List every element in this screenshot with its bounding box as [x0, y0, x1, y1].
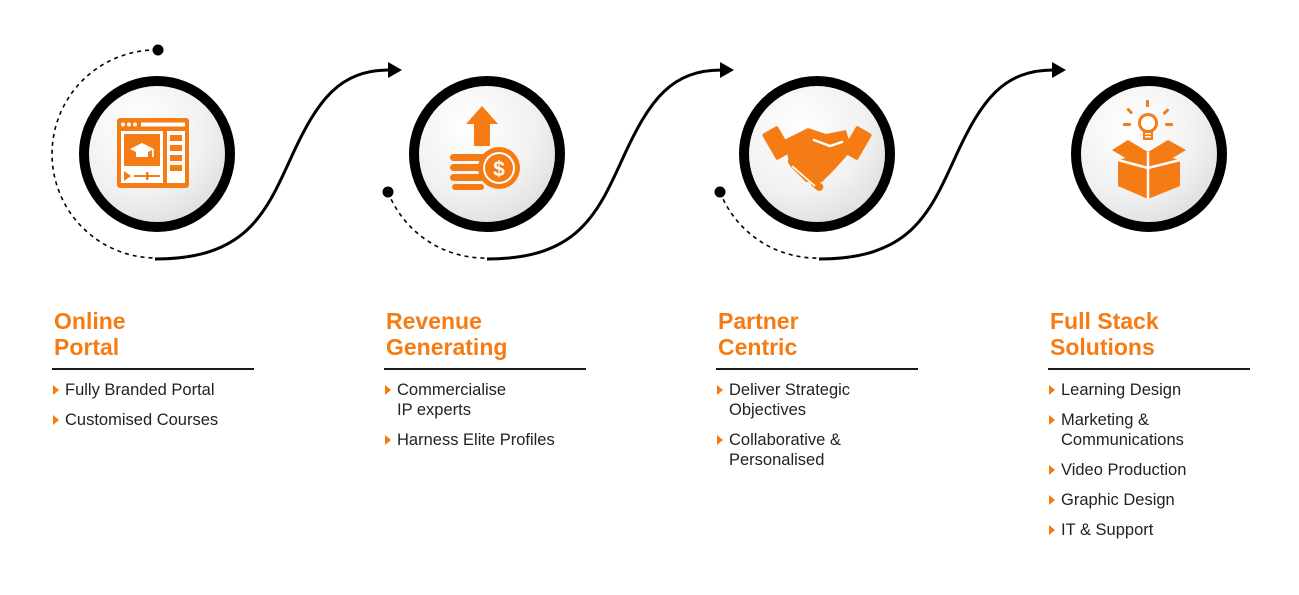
step-4-column: Full Stack Solutions Learning Design Mar…	[1048, 308, 1250, 550]
revenue-coins-icon: $	[450, 106, 520, 190]
step-3-title-line-2: Centric	[718, 334, 798, 360]
step-2-title-line-2: Generating	[386, 334, 508, 360]
process-flow-diagram: $	[51, 44, 1227, 261]
list-item: Graphic Design	[1048, 490, 1250, 510]
step-2-title-line-1: Revenue	[386, 308, 482, 334]
bullet-arrow-icon	[1049, 415, 1055, 425]
bullet-arrow-icon	[717, 385, 723, 395]
list-item: Fully Branded Portal	[52, 380, 254, 400]
step-3-connectors	[714, 62, 1066, 261]
step-2-column: Revenue Generating Commercialise IP expe…	[384, 308, 586, 460]
step-2-connectors	[382, 62, 734, 261]
bullet-text-line: Learning Design	[1061, 381, 1182, 399]
bullet-arrow-icon	[1049, 465, 1055, 475]
bullet-text-line: Fully Branded Portal	[65, 381, 215, 399]
list-item: Collaborative & Personalised	[716, 430, 918, 470]
bullet-arrow-icon	[53, 415, 59, 425]
step-4-title: Full Stack Solutions	[1048, 308, 1250, 370]
step-4-title-line-1: Full Stack	[1050, 308, 1159, 334]
bullet-arrow-icon	[385, 435, 391, 445]
bullet-arrow-icon	[1049, 495, 1055, 505]
start-dot	[152, 44, 164, 56]
list-item: Commercialise IP experts	[384, 380, 586, 420]
bullet-arrow-icon	[385, 385, 391, 395]
step-1-connectors	[51, 44, 402, 261]
step-1-bullets: Fully Branded Portal Customised Courses	[52, 380, 254, 430]
bullet-arrow-icon	[53, 385, 59, 395]
arrow-head	[720, 62, 734, 78]
bullet-text-line: Marketing &	[1061, 411, 1150, 429]
online-course-icon	[117, 118, 189, 188]
dashed-arc	[51, 49, 158, 259]
bullet-text-line: Harness Elite Profiles	[397, 431, 555, 449]
bullet-text-line: IT & Support	[1061, 521, 1154, 539]
bullet-text-line: Objectives	[729, 401, 807, 419]
step-3-column: Partner Centric Deliver Strategic Object…	[716, 308, 918, 480]
step-1-column: Online Portal Fully Branded Portal Custo…	[52, 308, 254, 440]
bullet-text-line: IP experts	[397, 401, 471, 419]
bullet-text-line: Deliver Strategic	[729, 381, 851, 399]
bullet-text-line: Communications	[1061, 431, 1184, 449]
list-item: Customised Courses	[52, 410, 254, 430]
bullet-arrow-icon	[1049, 385, 1055, 395]
step-4-bullets: Learning Design Marketing & Communicatio…	[1048, 380, 1250, 540]
step-1-title-line-2: Portal	[54, 334, 120, 360]
bullet-arrow-icon	[717, 435, 723, 445]
step-4-title-line-2: Solutions	[1050, 334, 1155, 360]
svg-text:$: $	[493, 158, 505, 181]
list-item: Marketing & Communications	[1048, 410, 1250, 450]
step-1-title: Online Portal	[52, 308, 254, 370]
list-item: IT & Support	[1048, 520, 1250, 540]
list-item: Harness Elite Profiles	[384, 430, 586, 450]
start-dot	[382, 186, 394, 198]
bullet-text-line: Commercialise	[397, 381, 507, 399]
flow-arrow-line	[818, 68, 1055, 261]
arrow-head	[388, 62, 402, 78]
bullet-text-line: Customised Courses	[65, 411, 219, 429]
flow-arrow-line	[154, 68, 391, 261]
bullet-text-line: Video Production	[1061, 461, 1187, 479]
list-item: Video Production	[1048, 460, 1250, 480]
list-item: Learning Design	[1048, 380, 1250, 400]
bullet-text-line: Personalised	[729, 451, 825, 469]
step-2-bullets: Commercialise IP experts Harness Elite P…	[384, 380, 586, 450]
bullet-text-line: Collaborative &	[729, 431, 841, 449]
idea-box-icon	[1112, 100, 1186, 199]
list-item: Deliver Strategic Objectives	[716, 380, 918, 420]
handshake-icon	[762, 126, 872, 191]
bullet-text-line: Graphic Design	[1061, 491, 1175, 509]
arrow-head	[1052, 62, 1066, 78]
start-dot	[714, 186, 726, 198]
step-3-bullets: Deliver Strategic Objectives Collaborati…	[716, 380, 918, 470]
bullet-arrow-icon	[1049, 525, 1055, 535]
flow-arrow-line	[486, 68, 723, 261]
step-1-title-line-1: Online	[54, 308, 126, 334]
step-3-title: Partner Centric	[716, 308, 918, 370]
step-3-title-line-1: Partner	[718, 308, 799, 334]
step-2-title: Revenue Generating	[384, 308, 586, 370]
